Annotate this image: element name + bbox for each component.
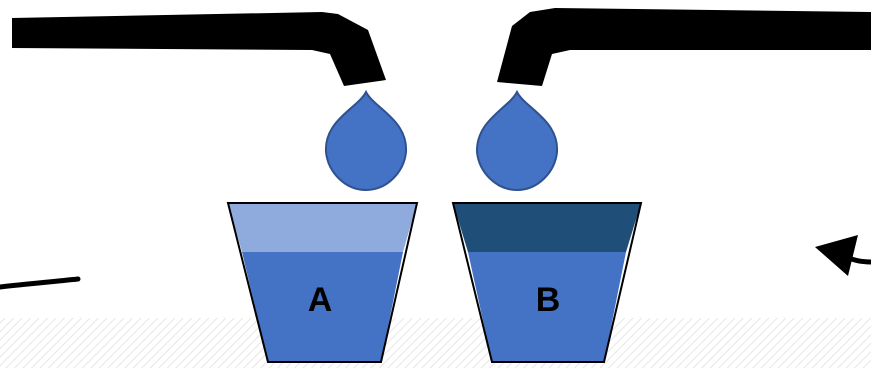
left-water-drop: [324, 89, 408, 192]
bucket-b-label: B: [536, 281, 561, 319]
bucket-b-water: [468, 252, 626, 362]
bucket-b-top-layer: [453, 203, 641, 252]
bucket-a-outline: [226, 202, 419, 363]
right-water-drop: [475, 89, 559, 192]
floor-hatch: [0, 318, 871, 368]
bucket-a: A: [226, 202, 419, 363]
right-arrow-head: [815, 235, 858, 276]
right-arrow: [815, 235, 871, 276]
bucket-a-label: A: [308, 281, 333, 319]
left-curve-line: [0, 276, 81, 290]
bucket-a-water: [242, 252, 403, 362]
bucket-a-top-layer: [228, 203, 417, 252]
bucket-b-outline: [451, 202, 643, 363]
right-pipe: [497, 8, 871, 86]
left-pipe: [12, 12, 386, 86]
bucket-b: B: [451, 202, 643, 363]
